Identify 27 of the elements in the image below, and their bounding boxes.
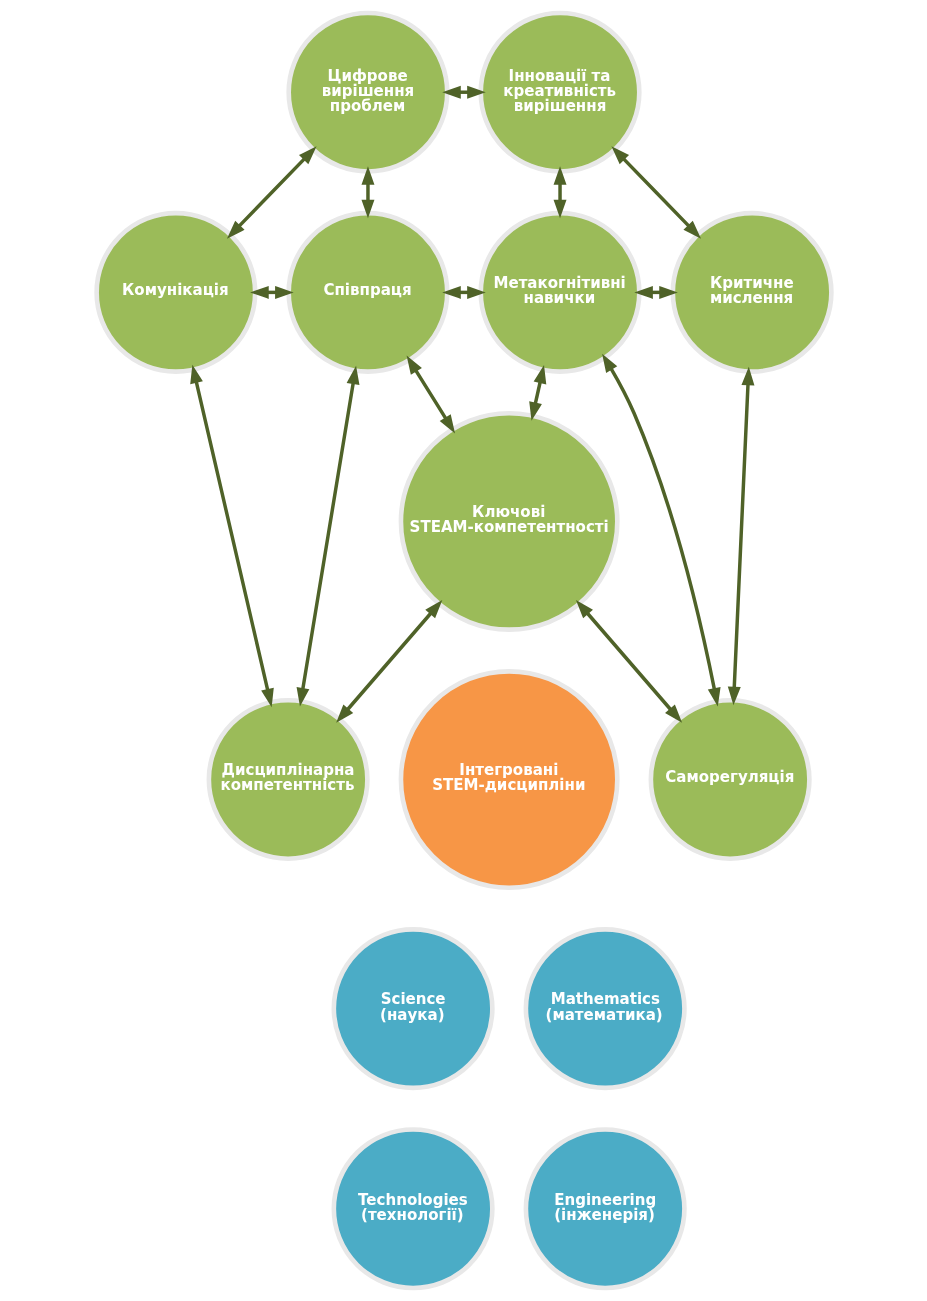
arrow bbox=[335, 599, 442, 723]
node-circle: Інновації та креативність вирішення bbox=[477, 10, 642, 174]
arrow bbox=[441, 85, 486, 99]
arrow bbox=[575, 599, 682, 723]
node-circle: Критичне мислення bbox=[670, 210, 834, 374]
node-circle: Саморегуляція bbox=[648, 697, 812, 862]
arrow bbox=[610, 146, 701, 239]
arrow bbox=[601, 353, 721, 707]
node-circle: Комунікація bbox=[93, 210, 257, 374]
arrow bbox=[226, 146, 317, 239]
node-circle: Інтегровані STEM-дисципліни bbox=[398, 669, 620, 890]
node-circle: Mathematics (математика) bbox=[523, 927, 687, 1091]
arrow bbox=[528, 364, 546, 421]
arrow bbox=[727, 366, 754, 706]
node-circle: Цифрове вирішення проблем bbox=[285, 10, 450, 174]
arrow bbox=[249, 285, 294, 299]
arrow bbox=[553, 166, 567, 219]
node-circle: Technologies (технології) bbox=[331, 1127, 495, 1291]
node-circle: Science (наука) bbox=[331, 927, 495, 1091]
arrow bbox=[406, 355, 455, 434]
node-circle: Дисциплінарна компетентність bbox=[206, 697, 370, 862]
arrow bbox=[189, 364, 274, 708]
node-circle: Engineering (інженерія) bbox=[523, 1127, 687, 1291]
arrow bbox=[360, 166, 374, 219]
arrow bbox=[441, 285, 486, 299]
arrow bbox=[633, 285, 678, 299]
arrow bbox=[296, 365, 359, 707]
